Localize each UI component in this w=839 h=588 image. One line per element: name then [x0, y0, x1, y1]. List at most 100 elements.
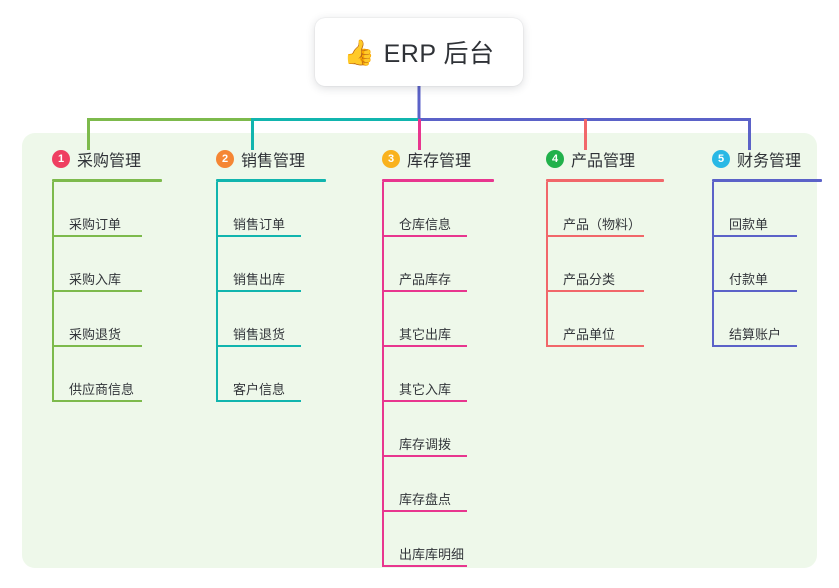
- branch-item-underline: [382, 290, 467, 292]
- branch-item-label: 采购订单: [69, 217, 122, 232]
- branch-item[interactable]: 销售出库: [200, 237, 326, 292]
- branch-title: 库存管理: [407, 153, 472, 170]
- branch-item[interactable]: 产品库存: [366, 237, 494, 292]
- branch-item[interactable]: 仓库信息: [366, 182, 494, 237]
- branch-header-2[interactable]: 2 销售管理: [200, 146, 326, 172]
- branch-title: 采购管理: [77, 153, 142, 170]
- root-node[interactable]: 👍 ERP 后台: [315, 18, 523, 86]
- branch-item-underline: [382, 345, 467, 347]
- branch-item-underline: [52, 290, 142, 292]
- branch-item-list: 产品（物料） 产品分类产品单位: [530, 182, 664, 347]
- branch-title: 财务管理: [737, 153, 802, 170]
- branch-item-label: 采购入库: [69, 272, 122, 287]
- branch-item-underline: [52, 235, 142, 237]
- branch-item-label: 产品分类: [563, 272, 616, 287]
- branch-item-underline: [382, 455, 467, 457]
- branch-item[interactable]: 其它入库: [366, 347, 494, 402]
- diagram-panel-background: [22, 133, 817, 568]
- branch-item-label: 库存盘点: [399, 492, 452, 507]
- branch-item-list: 销售订单销售出库销售退货客户信息: [200, 182, 326, 402]
- branch-spine: [712, 182, 714, 347]
- branch-item-underline: [546, 290, 644, 292]
- branch-item-label: 销售订单: [233, 217, 286, 232]
- branch-item-label: 供应商信息: [69, 382, 135, 397]
- branch-item[interactable]: 客户信息: [200, 347, 326, 402]
- branch-header-underline: [52, 179, 162, 182]
- branch-item-label: 出库库明细: [399, 547, 465, 562]
- branch-item-list: 采购订单采购入库采购退货供应商信息: [36, 182, 162, 402]
- branch-header-underline: [216, 179, 326, 182]
- branch-item-underline: [712, 290, 797, 292]
- branch-number-badge: 2: [216, 150, 234, 168]
- branch-item-underline: [546, 235, 644, 237]
- branch-item-label: 产品库存: [399, 272, 452, 287]
- branch-item-label: 仓库信息: [399, 217, 452, 232]
- branch-item-underline: [216, 400, 301, 402]
- branch-item[interactable]: 供应商信息: [36, 347, 162, 402]
- branch-item[interactable]: 付款单: [696, 237, 822, 292]
- branch-item-underline: [382, 400, 467, 402]
- branch-column-1: 1 采购管理采购订单采购入库采购退货供应商信息: [36, 146, 162, 402]
- branch-item-underline: [382, 235, 467, 237]
- branch-item-underline: [546, 345, 644, 347]
- branch-item[interactable]: 销售退货: [200, 292, 326, 347]
- branch-item[interactable]: 库存调拨: [366, 402, 494, 457]
- branch-header-3[interactable]: 3 库存管理: [366, 146, 494, 172]
- branch-number-badge: 1: [52, 150, 70, 168]
- branch-spine: [52, 182, 54, 402]
- branch-number-badge: 3: [382, 150, 400, 168]
- branch-item-label: 销售退货: [233, 327, 286, 342]
- branch-item-label: 其它入库: [399, 382, 452, 397]
- root-node-title: ERP 后台: [383, 40, 495, 68]
- branch-item-list: 回款单付款单结算账户: [696, 182, 822, 347]
- branch-item-label: 其它出库: [399, 327, 452, 342]
- branch-item-label: 付款单: [729, 272, 769, 287]
- branch-item-underline: [712, 345, 797, 347]
- branch-item-label: 采购退货: [69, 327, 122, 342]
- branch-item-underline: [52, 400, 142, 402]
- branch-header-underline: [546, 179, 664, 182]
- branch-header-1[interactable]: 1 采购管理: [36, 146, 162, 172]
- branch-item[interactable]: 结算账户: [696, 292, 822, 347]
- branch-item[interactable]: 采购订单: [36, 182, 162, 237]
- branch-item-label: 库存调拨: [399, 437, 452, 452]
- branch-header-underline: [382, 179, 494, 182]
- branch-item[interactable]: 采购退货: [36, 292, 162, 347]
- branch-item-label: 产品（物料）: [563, 217, 642, 232]
- branch-item-underline: [382, 510, 467, 512]
- branch-spine: [216, 182, 218, 402]
- branch-item-underline: [216, 290, 301, 292]
- branch-item-label: 产品单位: [563, 327, 616, 342]
- branch-column-5: 5 财务管理回款单付款单结算账户: [696, 146, 822, 347]
- branch-number-badge: 5: [712, 150, 730, 168]
- branch-item[interactable]: 产品分类: [530, 237, 664, 292]
- branch-title: 产品管理: [571, 153, 636, 170]
- branch-header-5[interactable]: 5 财务管理: [696, 146, 822, 172]
- branch-column-3: 3 库存管理仓库信息产品库存其它出库其它入库库存调拨库存盘点出库库明细: [366, 146, 494, 567]
- branch-title: 销售管理: [241, 153, 306, 170]
- branch-item-label: 客户信息: [233, 382, 286, 397]
- branch-item[interactable]: 库存盘点: [366, 457, 494, 512]
- branch-item[interactable]: 其它出库: [366, 292, 494, 347]
- branch-item[interactable]: 出库库明细: [366, 512, 494, 567]
- branch-item[interactable]: 产品（物料）: [530, 182, 664, 237]
- branch-item-underline: [216, 345, 301, 347]
- branch-item[interactable]: 采购入库: [36, 237, 162, 292]
- branch-item[interactable]: 产品单位: [530, 292, 664, 347]
- branch-item-underline: [52, 345, 142, 347]
- branch-item[interactable]: 回款单: [696, 182, 822, 237]
- branch-item-label: 回款单: [729, 217, 769, 232]
- branch-item-label: 销售出库: [233, 272, 286, 287]
- branch-item[interactable]: 销售订单: [200, 182, 326, 237]
- branch-spine: [382, 182, 384, 567]
- branch-item-underline: [712, 235, 797, 237]
- branch-spine: [546, 182, 548, 347]
- thumbs-up-icon: 👍: [343, 38, 375, 67]
- branch-item-underline: [382, 565, 467, 567]
- branch-header-underline: [712, 179, 822, 182]
- branch-item-list: 仓库信息产品库存其它出库其它入库库存调拨库存盘点出库库明细: [366, 182, 494, 567]
- branch-item-underline: [216, 235, 301, 237]
